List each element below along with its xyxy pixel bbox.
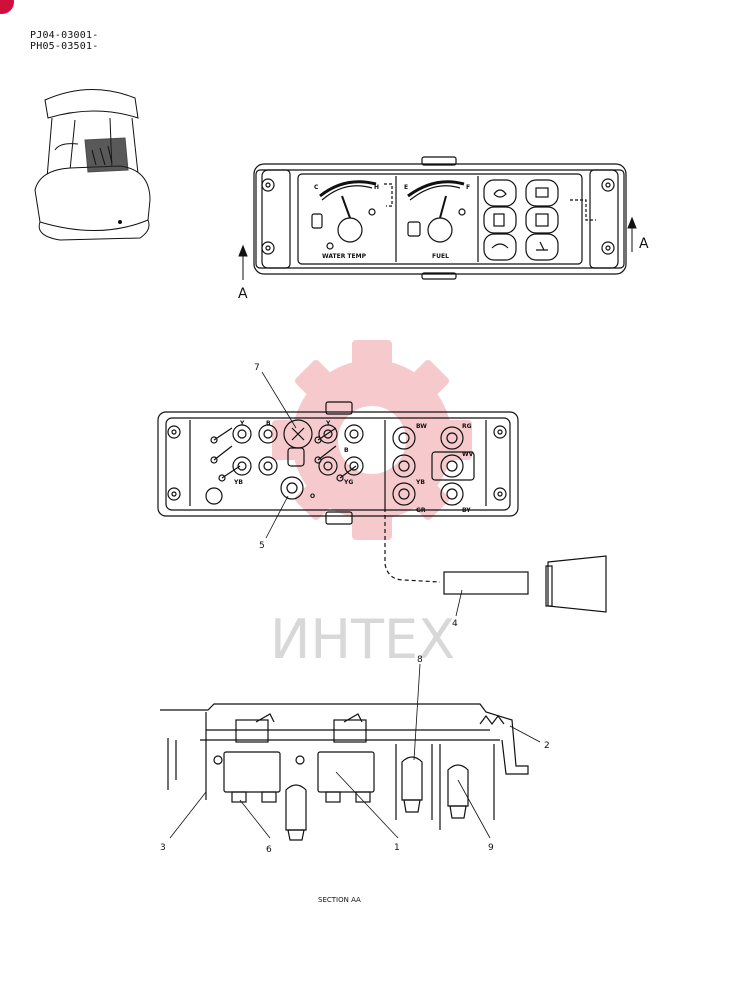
gauge-e-label: E: [404, 184, 408, 191]
view-arrow-left-label: A: [238, 286, 248, 302]
water-temp-label: WATER TEMP: [322, 253, 367, 260]
wire-wv: WV: [462, 451, 474, 458]
wire-b-2: B: [344, 447, 349, 454]
wire-gr: GR: [416, 507, 426, 514]
wire-bw: BW: [416, 423, 427, 430]
leader-lines-middle: [261, 371, 463, 617]
callout-5: 5: [259, 541, 265, 551]
view-arrow-right: [627, 216, 637, 252]
leader-lines-section: [169, 663, 541, 839]
section-caption: SECTION AA: [318, 896, 361, 904]
callout-6: 6: [266, 845, 272, 855]
watermark: ИНТЕХ: [270, 340, 472, 671]
gauge-h-label: H: [374, 184, 379, 191]
callout-7: 7: [254, 363, 260, 373]
machine-thumbnail: [34, 89, 151, 241]
callout-8: 8: [417, 655, 423, 665]
wire-y-1: Y: [239, 420, 245, 427]
callout-2: 2: [544, 741, 550, 751]
serial-range-1: PJ04-03001-: [30, 30, 99, 41]
wire-b-1: B: [266, 420, 271, 427]
callout-3: 3: [160, 843, 166, 853]
serial-range-2: PH05-03501-: [30, 41, 99, 52]
gauge-panel-front-view: [253, 156, 627, 280]
callout-4: 4: [452, 619, 458, 629]
view-arrow-left: [238, 244, 248, 280]
view-arrow-right-label: A: [639, 236, 649, 252]
callout-9: 9: [488, 843, 494, 853]
gauge-panel-rear-view: [157, 401, 607, 613]
wire-y-2: Y: [325, 420, 331, 427]
callout-1: 1: [394, 843, 400, 853]
gauge-f-label: F: [466, 184, 470, 191]
wire-rg: RG: [462, 423, 472, 430]
fuel-label: FUEL: [432, 253, 449, 260]
section-aa-view: [160, 703, 529, 841]
wire-yb: YB: [233, 479, 243, 486]
wire-yb-2: YB: [415, 479, 425, 486]
gauge-c-label: C: [314, 184, 319, 191]
wire-o: O: [310, 493, 315, 500]
wire-by: BY: [462, 507, 471, 514]
wire-yg: YG: [343, 479, 353, 486]
watermark-text: ИНТЕХ: [270, 608, 455, 671]
watermark-gear: [272, 340, 472, 540]
